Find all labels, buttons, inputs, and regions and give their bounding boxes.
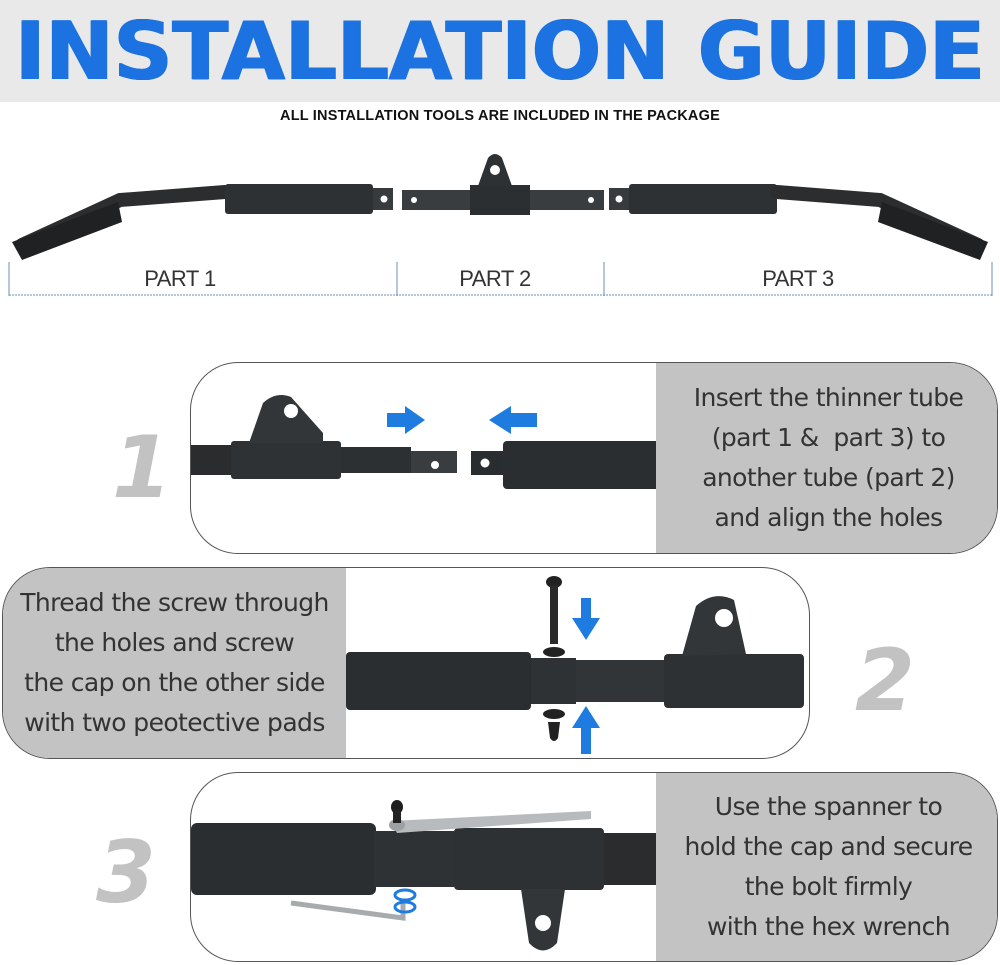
step-2-number: 2 (855, 631, 915, 731)
step-2-line-1: Thread the screw through (20, 588, 329, 617)
step-2-panel: Thread the screw through the holes and s… (2, 567, 810, 759)
step-1-line-2: (part 1 & part 3) to (711, 423, 946, 452)
step-3-line-2: hold the cap and secure (684, 832, 973, 861)
cap-icon (543, 709, 565, 741)
step-3-line-1: Use the spanner to (714, 792, 943, 821)
hex-wrench-icon (290, 899, 406, 921)
step-1-line-4: and align the holes (714, 503, 944, 532)
part-3-illustration (609, 184, 988, 260)
step-3-number: 3 (96, 823, 156, 923)
screw-icon (543, 576, 565, 657)
bolt-cap-icon (391, 800, 403, 823)
step-1-line-1: Insert the thinner tube (693, 383, 964, 412)
step-3-line-3: the bolt firmly (744, 872, 913, 901)
step-3-panel: Use the spanner to hold the cap and secu… (190, 772, 998, 962)
arrow-down-icon (572, 598, 600, 640)
part-1-illustration (12, 184, 393, 260)
part-dividers (8, 262, 993, 296)
step-1-panel: Insert the thinner tube (part 1 & part 3… (190, 362, 998, 554)
bar-overview: PART 1 PART 2 PART 3 (0, 140, 1000, 310)
step-2-line-4: with two peotective pads (24, 708, 325, 737)
page-title: INSTALLATION GUIDE (15, 5, 985, 98)
page-subtitle: ALL INSTALLATION TOOLS ARE INCLUDED IN T… (280, 108, 720, 124)
step-1-instructions: Insert the thinner tube (part 1 & part 3… (656, 363, 997, 553)
header-banner (0, 0, 1000, 102)
step-2-line-2: the holes and screw (54, 628, 295, 657)
part-2-illustration (402, 154, 604, 215)
step-1-illustration (191, 395, 661, 489)
step-3-line-4: with the hex wrench (706, 912, 951, 941)
step-3-illustration (191, 800, 661, 951)
lat-bar-illustration (8, 154, 993, 296)
step-2-line-3: the cap on the other side (24, 668, 325, 697)
part-3-label: PART 3 (762, 266, 834, 291)
step-1-line-3: another tube (part 2) (702, 463, 955, 492)
rotate-icon (393, 888, 417, 914)
arrow-right-icon (387, 406, 425, 434)
step-1-number: 1 (112, 418, 172, 518)
part-1-label: PART 1 (144, 266, 216, 291)
arrow-up-icon (572, 706, 600, 754)
step-2-illustration (346, 576, 804, 754)
step-3-instructions: Use the spanner to hold the cap and secu… (656, 773, 997, 961)
arrow-left-icon (489, 406, 537, 434)
part-2-label: PART 2 (459, 266, 531, 291)
step-2-instructions: Thread the screw through the holes and s… (3, 568, 346, 758)
